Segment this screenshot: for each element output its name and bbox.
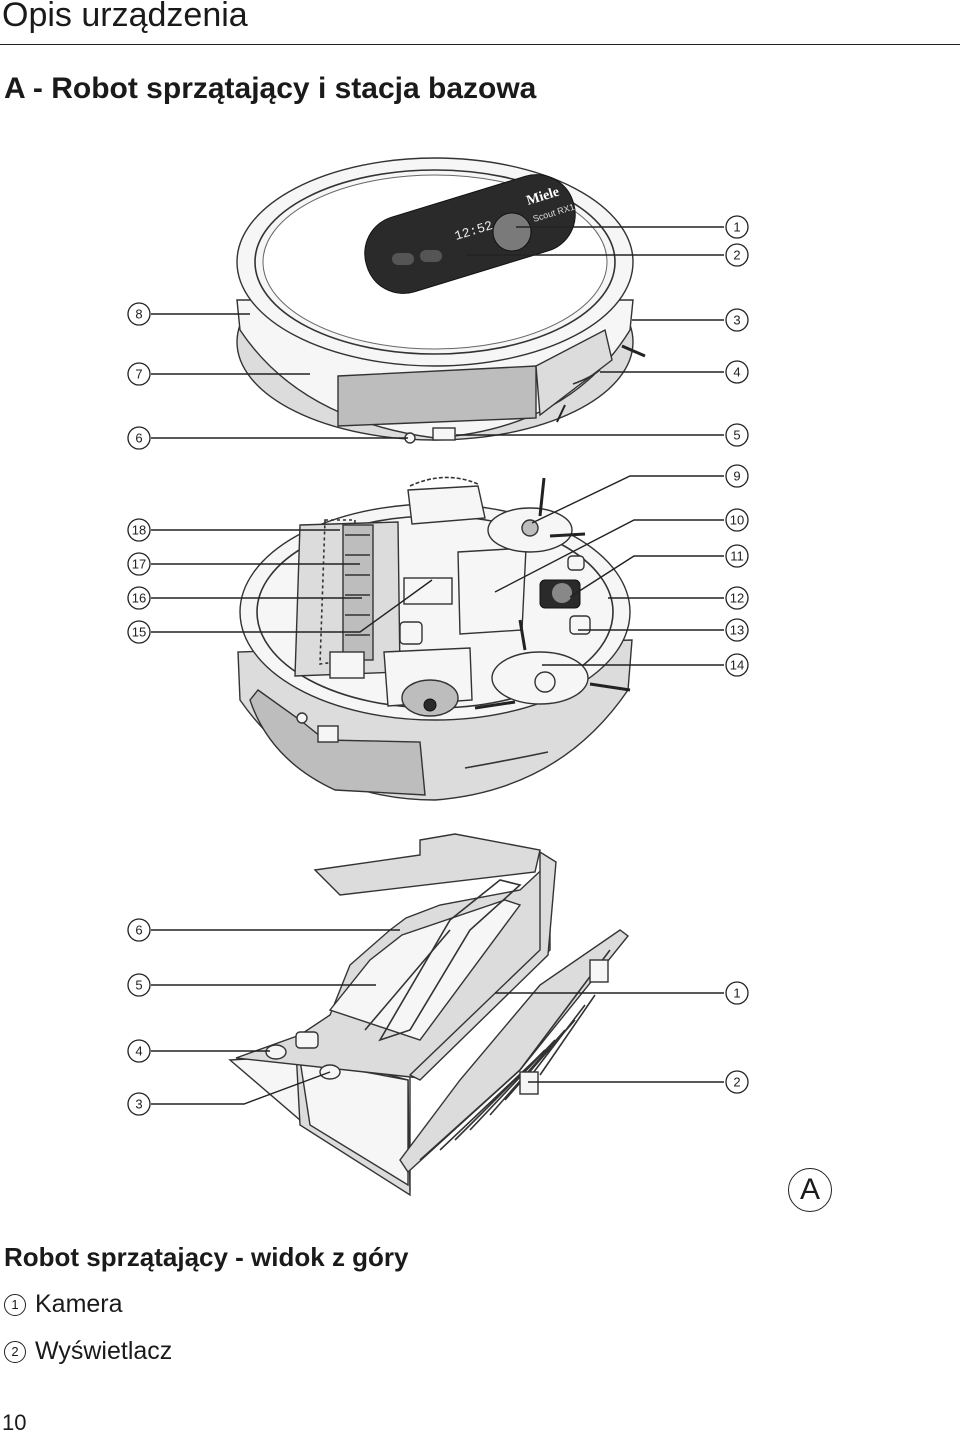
legend-item: 1 Kamera: [4, 1290, 123, 1319]
svg-text:18: 18: [132, 523, 146, 538]
svg-text:2: 2: [733, 248, 740, 263]
svg-text:11: 11: [730, 549, 744, 564]
callout-robot-top-1: 1: [725, 215, 749, 239]
svg-text:12: 12: [730, 591, 744, 606]
section-heading: A - Robot sprzątający i stacja bazowa: [4, 72, 537, 105]
callout-robot-bottom-17: 17: [127, 552, 151, 576]
svg-text:1: 1: [733, 986, 740, 1001]
legend-label: Kamera: [35, 1290, 123, 1318]
callout-base-5: 5: [127, 973, 151, 997]
svg-text:5: 5: [733, 428, 740, 443]
svg-text:6: 6: [135, 923, 142, 938]
callout-robot-top-2: 2: [725, 243, 749, 267]
callout-robot-bottom-18: 18: [127, 518, 151, 542]
svg-text:1: 1: [733, 220, 740, 235]
svg-text:6: 6: [135, 431, 142, 446]
robot-top-illustration: 12:52 Miele Scout RX1: [236, 157, 646, 444]
robot-bottom-callouts: 9 10 11 12 13 14 15 16 17 18: [127, 464, 749, 677]
callout-robot-bottom-11: 11: [725, 544, 749, 568]
svg-text:4: 4: [733, 365, 740, 380]
legend-heading: Robot sprzątający - widok z góry: [4, 1242, 409, 1272]
svg-text:15: 15: [132, 625, 146, 640]
legend-label: Wyświetlacz: [35, 1337, 173, 1365]
callout-base-1: 1: [725, 981, 749, 1005]
base-station-illustration: [228, 833, 629, 1197]
svg-text:4: 4: [135, 1044, 142, 1059]
figure-letter-badge: A: [788, 1168, 832, 1212]
callout-robot-bottom-13: 13: [725, 618, 749, 642]
callout-robot-bottom-9: 9: [725, 464, 749, 488]
svg-text:17: 17: [132, 557, 146, 572]
callout-robot-bottom-15: 15: [127, 620, 151, 644]
callout-robot-bottom-10: 10: [725, 508, 749, 532]
legend-item: 2 Wyświetlacz: [4, 1337, 172, 1366]
svg-text:3: 3: [135, 1097, 142, 1112]
callout-base-6: 6: [127, 918, 151, 942]
callout-base-4: 4: [127, 1039, 151, 1063]
callout-robot-bottom-16: 16: [127, 586, 151, 610]
leader-lines: [151, 226, 724, 1105]
svg-text:7: 7: [135, 367, 142, 382]
svg-text:16: 16: [132, 591, 146, 606]
svg-text:9: 9: [733, 469, 740, 484]
callout-robot-bottom-12: 12: [725, 586, 749, 610]
legend-number: 2: [4, 1340, 26, 1363]
callout-robot-top-7: 7: [127, 362, 151, 386]
svg-text:13: 13: [730, 623, 744, 638]
robot-bottom-illustration: [237, 476, 633, 801]
svg-text:2: 2: [733, 1075, 740, 1090]
robot-top-callouts: 1 2 3 4 5 6 7 8: [127, 215, 749, 450]
device-figure: 12:52 Miele Scout RX1: [127, 157, 749, 1197]
callout-base-2: 2: [725, 1070, 749, 1094]
svg-text:10: 10: [730, 513, 744, 528]
callout-robot-top-5: 5: [725, 423, 749, 447]
page-number: 10: [2, 1410, 27, 1435]
svg-text:14: 14: [730, 658, 744, 673]
callout-robot-bottom-14: 14: [725, 653, 749, 677]
svg-text:3: 3: [733, 313, 740, 328]
legend-number: 1: [4, 1293, 26, 1316]
callout-robot-top-3: 3: [725, 308, 749, 332]
callout-robot-top-8: 8: [127, 302, 151, 326]
svg-text:5: 5: [135, 978, 142, 993]
page-heading: Opis urządzenia: [2, 0, 248, 34]
heading-rule: [0, 44, 960, 45]
callout-base-3: 3: [127, 1092, 151, 1116]
callout-robot-top-4: 4: [725, 360, 749, 384]
base-station-callouts: 1 2 3 4 5 6: [127, 918, 749, 1116]
callout-robot-top-6: 6: [127, 426, 151, 450]
svg-text:8: 8: [135, 307, 142, 322]
